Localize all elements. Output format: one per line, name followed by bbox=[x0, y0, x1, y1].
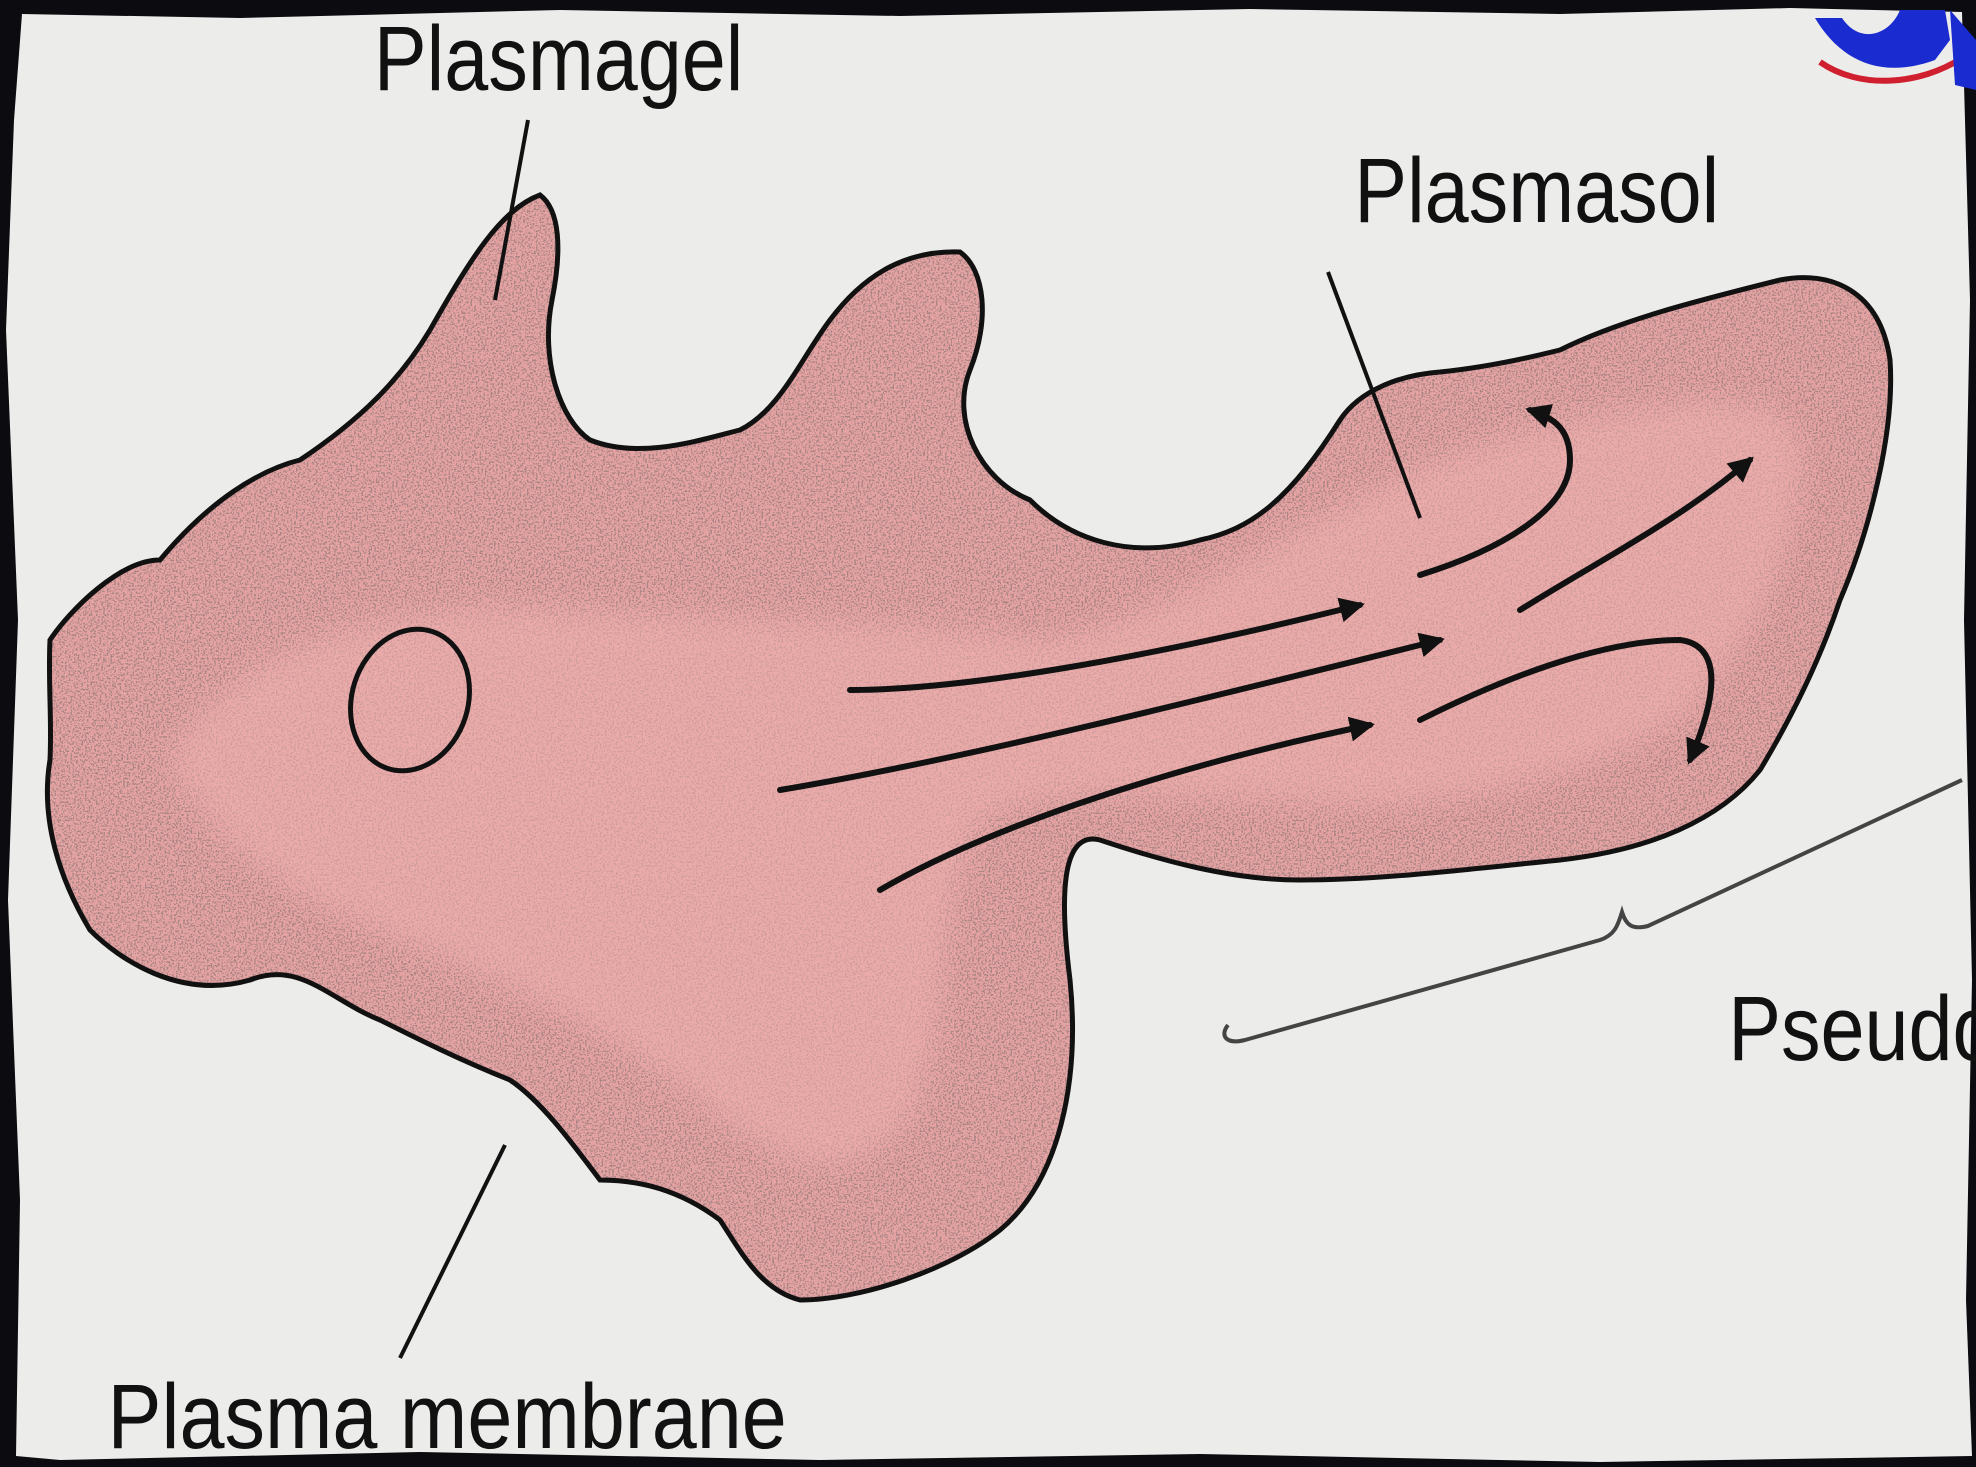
plasma-membrane-label: Plasma membrane bbox=[108, 1366, 787, 1467]
pseudopod-label: Pseudopod bbox=[1728, 977, 1976, 1080]
plasmasol-label: Plasmasol bbox=[1354, 139, 1719, 242]
plasmagel-label: Plasmagel bbox=[374, 7, 743, 110]
